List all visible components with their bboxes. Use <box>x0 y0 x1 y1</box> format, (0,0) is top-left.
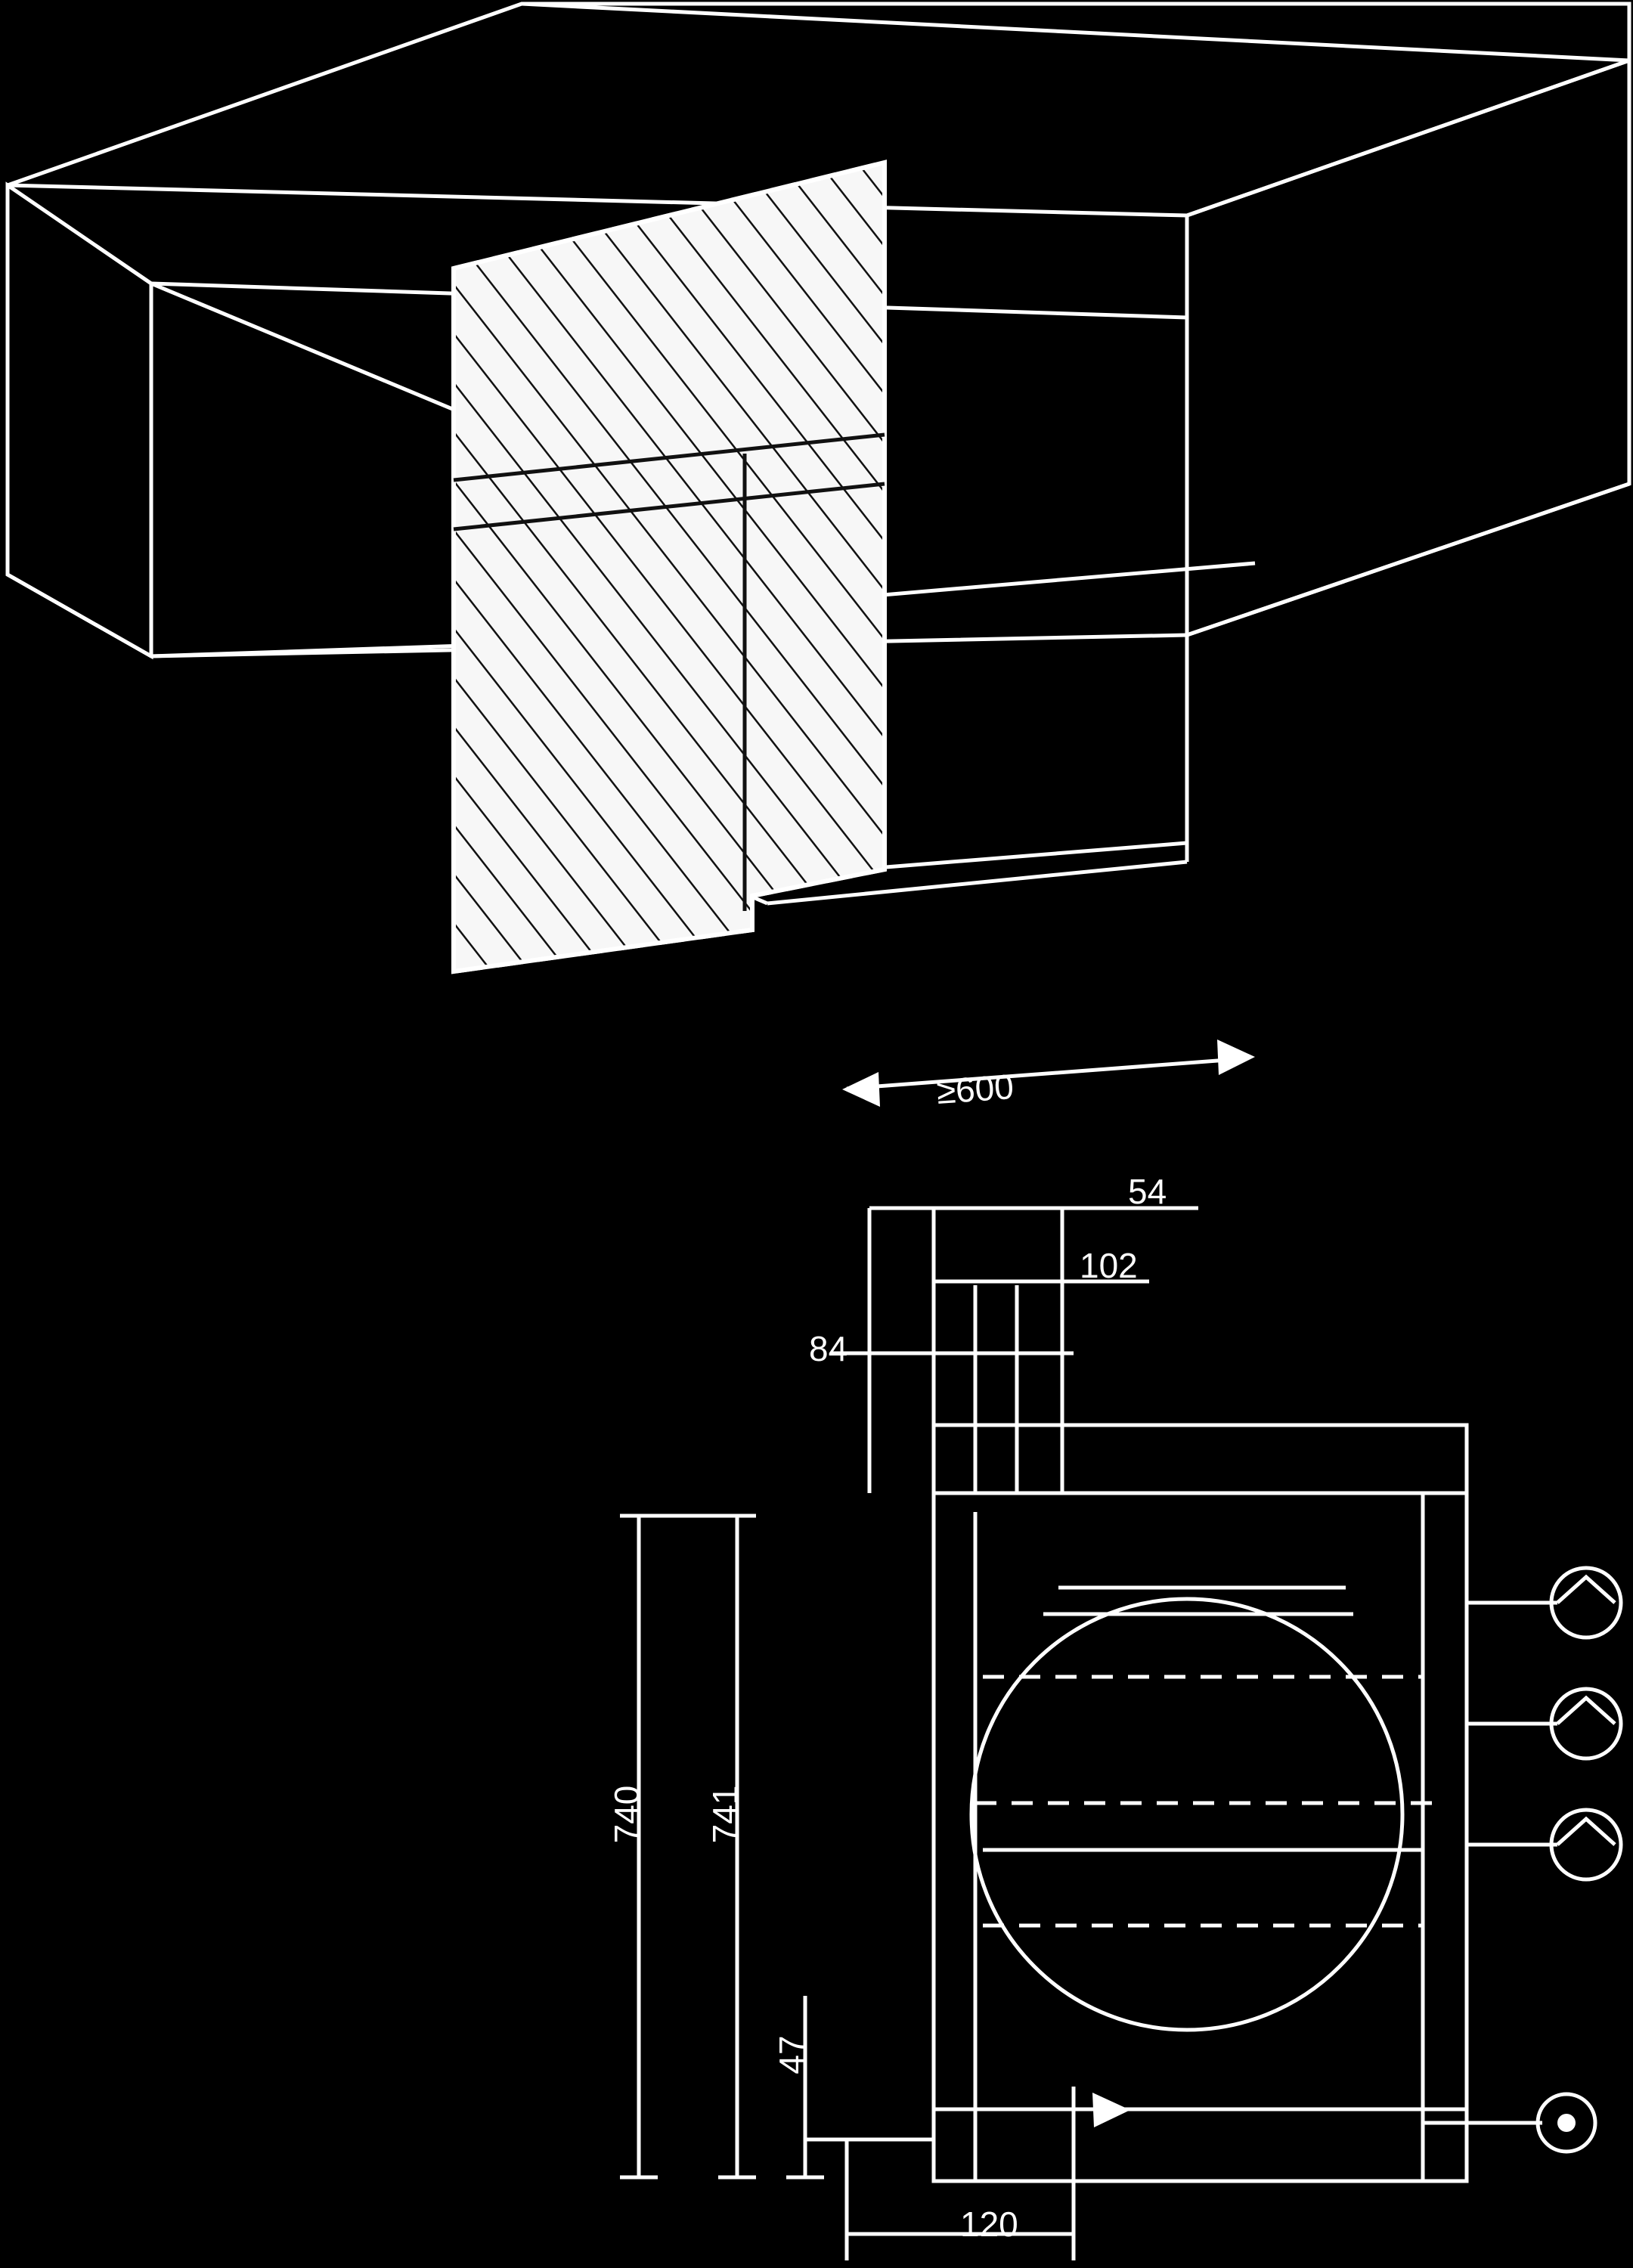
top-dimension-extension-lines <box>832 1206 1198 1493</box>
dimension-label-102: 102 <box>1080 1246 1138 1285</box>
conn-symbol-glyph-3 <box>1556 1816 1616 1846</box>
niche-opening-panel <box>451 160 887 974</box>
dimension-label-47: 47 <box>772 2035 811 2074</box>
dimension-label-54: 54 <box>1128 1172 1167 1211</box>
depth-leader-line <box>846 1056 1248 1091</box>
plinth-width-dimension <box>844 2087 1225 2260</box>
power-connection <box>1549 1808 1623 1882</box>
depth-dimension-label: ≥600 <box>935 1067 1015 1111</box>
dimension-label-120: 120 <box>960 2204 1018 2244</box>
cabinet-top-rear-edge <box>521 2 1630 63</box>
depth-dimension-leader <box>842 1040 1255 1107</box>
cabinet-top-front-edge <box>7 183 1188 218</box>
dimension-label-741: 741 <box>705 1786 745 1844</box>
drain-connection <box>1549 1687 1623 1761</box>
levelling-foot-dot <box>1557 2114 1576 2132</box>
depth-arrow-head-right <box>1217 1040 1255 1075</box>
height-dimension-lines <box>620 1514 756 2180</box>
niche-line-a <box>453 432 885 482</box>
plinth-arrow-head <box>1092 2093 1130 2127</box>
connection-symbols-group <box>1467 1566 1623 1882</box>
dimension-label-740: 740 <box>607 1786 646 1844</box>
cabinet-interior-base <box>767 860 1188 906</box>
levelling-foot-group <box>1423 2092 1597 2154</box>
niche-outline-dashed <box>451 160 887 974</box>
base-offset-dimension <box>786 1996 934 2180</box>
front-elevation-view <box>931 1423 1469 2183</box>
levelling-foot-circle <box>1535 2092 1597 2154</box>
drum-circle <box>969 1597 1405 2032</box>
conn-symbol-glyph-2 <box>1556 1695 1616 1725</box>
dimension-label-84: 84 <box>809 1329 847 1368</box>
conn-symbol-glyph-1 <box>1556 1574 1616 1604</box>
depth-arrow-head-left <box>842 1072 880 1107</box>
water-inlet-connection <box>1549 1566 1623 1640</box>
niche-line-b <box>453 482 885 531</box>
cabinet-right-panel <box>1185 57 1631 638</box>
niche-hatch-area <box>451 160 887 974</box>
